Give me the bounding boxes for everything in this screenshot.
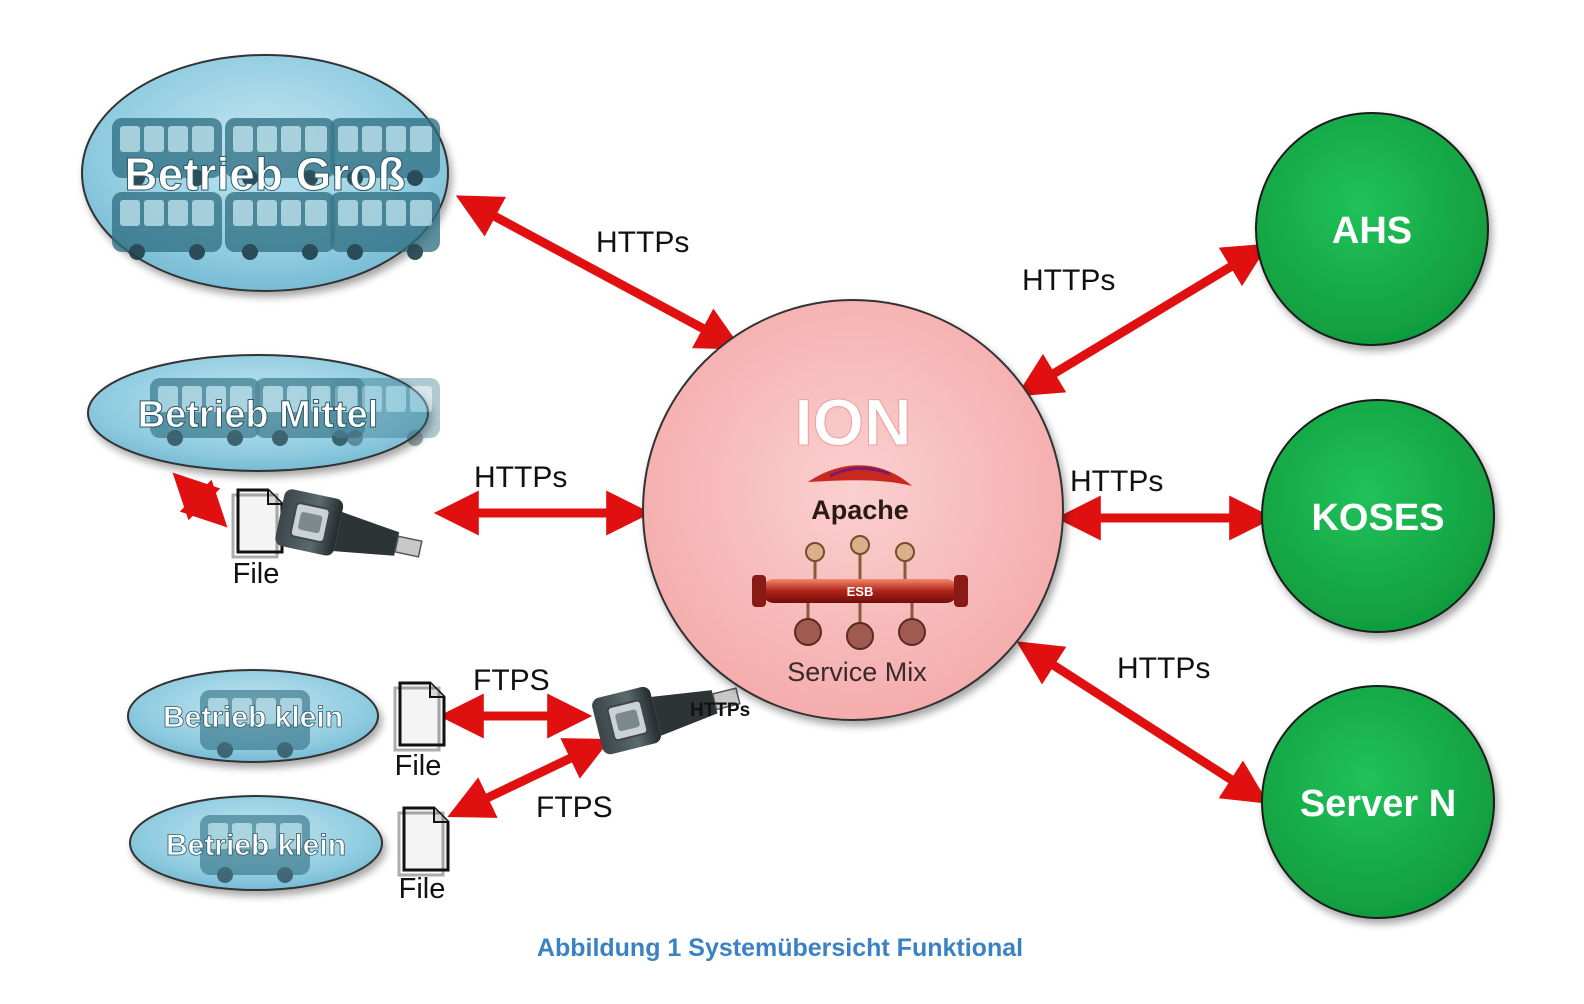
file-icon (397, 806, 450, 877)
ahs-label: AHS (1332, 210, 1412, 252)
server-n-label: Server N (1300, 783, 1456, 825)
file-klein-1: File (393, 681, 446, 782)
arrows (172, 195, 1275, 818)
esb-pipe-icon: ESB (752, 535, 968, 650)
file-klein-2: File (397, 806, 450, 905)
apache-label: Apache (811, 495, 909, 525)
label-adapter-https: HTTPs (690, 700, 750, 721)
ion-label: ION (794, 385, 911, 459)
betrieb-klein-1-label: Betrieb klein (163, 701, 343, 734)
arrow-mittel-file (172, 472, 228, 528)
node-server-n: Server N (1261, 685, 1495, 919)
service-mix-label: Service Mix (787, 657, 927, 687)
arrow-klein2-adapter (447, 738, 611, 818)
label-mittel-ion: HTTPs (474, 461, 567, 494)
node-betrieb-gross: Betrieb Groß (81, 54, 449, 292)
label-ion-ahs: HTTPs (1022, 264, 1115, 297)
arrow-ion-server-n (1016, 641, 1269, 804)
node-ahs: AHS (1255, 112, 1489, 346)
label-klein2-ftps: FTPS (536, 791, 613, 824)
figure-caption: Abbildung 1 Systemübersicht Funktional (537, 934, 1023, 962)
betrieb-klein-2-label: Betrieb klein (166, 829, 346, 862)
file-klein-2-label: File (399, 873, 446, 905)
node-betrieb-mittel: Betrieb Mittel (87, 354, 440, 472)
file-klein-1-label: File (395, 750, 442, 782)
label-ion-server-n: HTTPs (1117, 652, 1210, 685)
node-ion: ION Apache ESB Servic (642, 299, 1064, 721)
betrieb-mittel-label: Betrieb Mittel (138, 394, 379, 436)
file-icon (393, 681, 446, 752)
usb-serial-adapter-icon (272, 486, 428, 576)
label-gross-ion: HTTPs (596, 226, 689, 259)
serial-adapter-mittel (272, 486, 428, 576)
arrow-gross-ion (455, 195, 743, 350)
file-icon (231, 488, 284, 559)
apache-feather-icon (808, 465, 912, 486)
label-ion-koses: HTTPs (1070, 465, 1163, 498)
node-koses: KOSES (1261, 399, 1495, 633)
label-klein1-ftps: FTPS (473, 664, 550, 697)
file-mittel-label: File (233, 558, 280, 590)
betrieb-gross-label: Betrieb Groß (124, 148, 405, 200)
file-mittel: File (231, 488, 284, 590)
node-betrieb-klein-2: Betrieb klein (129, 795, 383, 891)
node-betrieb-klein-1: Betrieb klein (127, 669, 379, 763)
edge-labels: HTTPs HTTPs FTPS FTPS HTTPs HTTPs HTTPs … (473, 226, 1210, 824)
koses-label: KOSES (1311, 497, 1444, 539)
esb-label: ESB (847, 584, 874, 599)
arrow-ion-ahs (1016, 243, 1269, 397)
